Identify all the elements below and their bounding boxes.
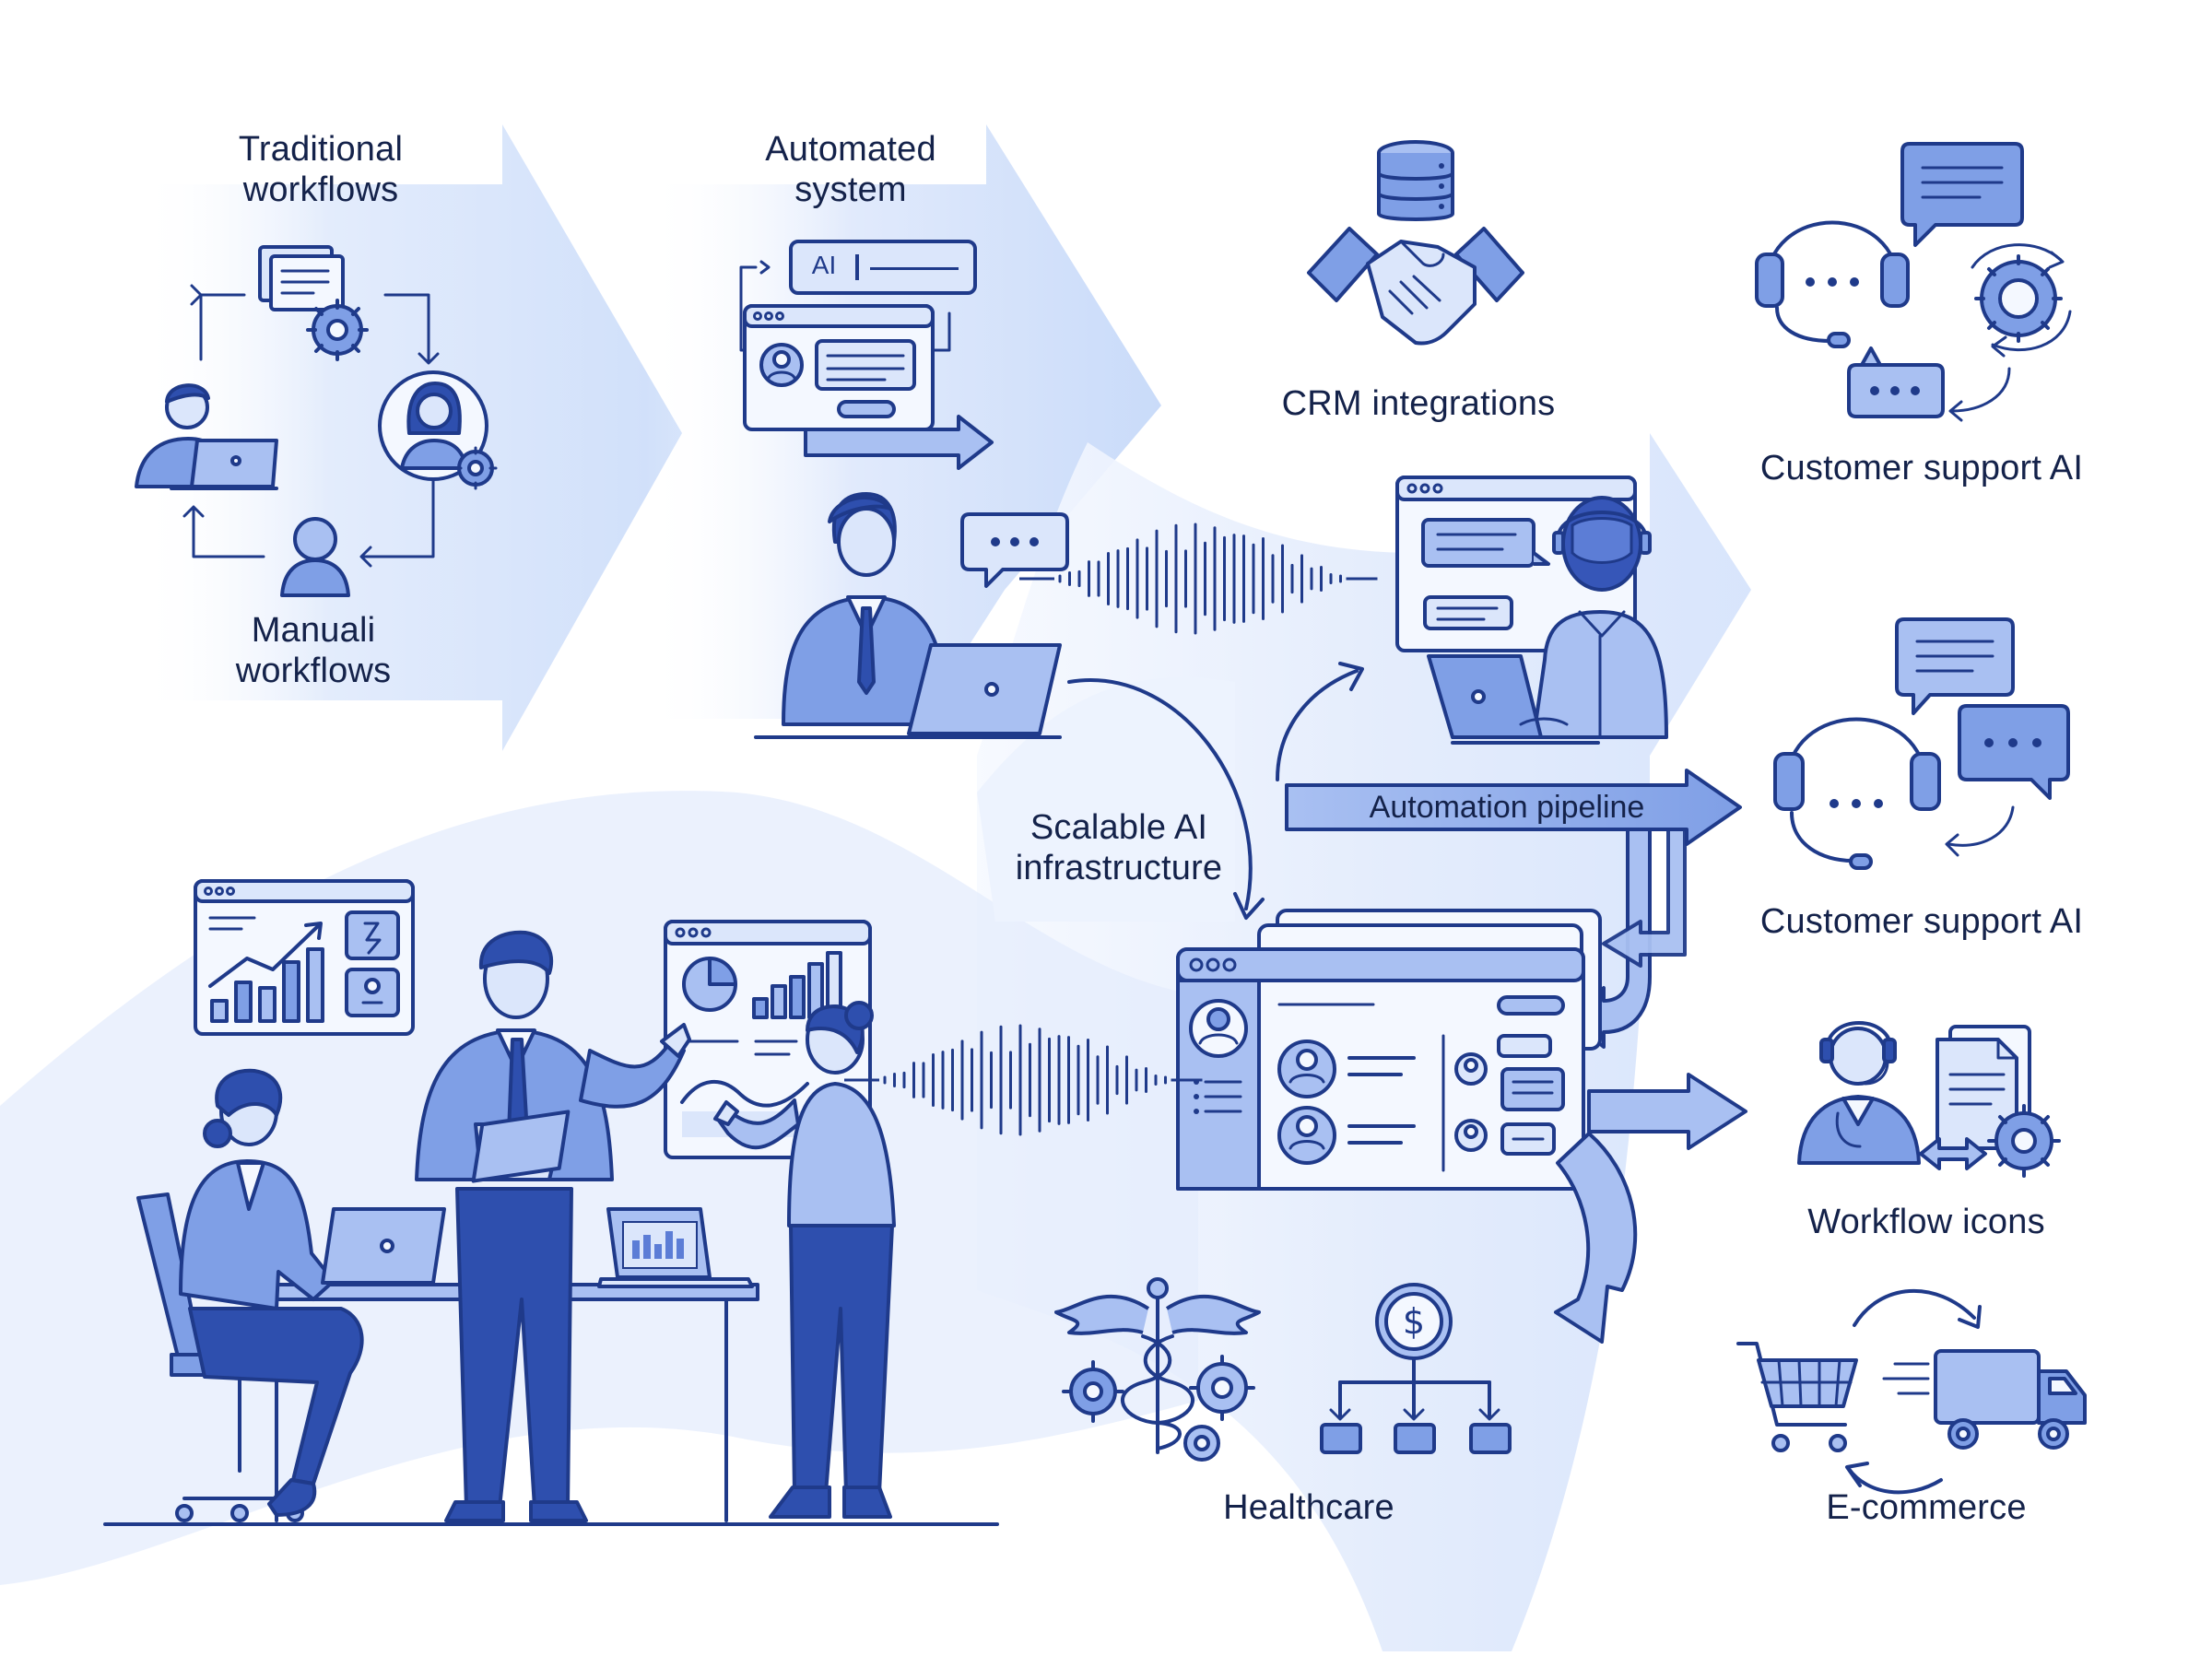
handshake-icon xyxy=(1307,227,1524,346)
chat-bubble-icon xyxy=(960,512,1069,588)
ecommerce-group xyxy=(1736,1289,2087,1495)
caduceus-icon xyxy=(1054,1277,1261,1454)
ai-box-text: AI xyxy=(811,251,837,279)
woman-circle-gear-icon xyxy=(378,370,498,490)
label-workflow-icons: Workflow icons xyxy=(1807,1203,2045,1241)
label-manual-workflows: Manuali workflows xyxy=(235,611,392,690)
shopping-cart-icon xyxy=(1736,1342,1858,1452)
label-scalable-ai-infrastructure: Scalable AI infrastructure xyxy=(1015,808,1223,887)
dollar-sign: $ xyxy=(1402,1301,1426,1342)
analytics-panel-left xyxy=(194,879,415,1036)
person-icon xyxy=(280,517,350,597)
gear-icon-healthcare-left xyxy=(1062,1360,1124,1423)
automation-pipeline-band xyxy=(1285,769,1742,1049)
delivery-truck-icon xyxy=(1882,1349,2087,1450)
central-dashboard-group xyxy=(1176,909,1602,1191)
audio-wave-upper xyxy=(1019,523,1378,635)
automated-output-arrow xyxy=(804,415,994,470)
gear-ai-icon xyxy=(1971,243,2072,358)
database-icon xyxy=(1377,140,1454,221)
ai-agent-group xyxy=(1395,476,1668,745)
customer-support-mid-group xyxy=(1773,617,2070,870)
doctor-icon xyxy=(1797,1021,1921,1165)
ai-box-rule xyxy=(870,267,959,270)
workflow-icons-group xyxy=(1797,1021,2061,1178)
office-scene-group xyxy=(103,920,999,1526)
chat-bubble-icon xyxy=(1847,346,1945,418)
customer-support-top-group xyxy=(1755,142,2072,422)
dollar-network-icon xyxy=(1320,1283,1512,1454)
crm-integrations-group xyxy=(1307,140,1524,346)
chat-bubble-icon xyxy=(1958,704,2070,800)
label-customer-support-ai-mid: Customer support AI xyxy=(1759,902,2084,941)
documents-icon xyxy=(1936,1025,2031,1150)
outgoing-arrows xyxy=(1554,1073,1747,1344)
ai-box-lines xyxy=(855,254,859,280)
gear-icon-healthcare-right xyxy=(1183,1355,1255,1462)
label-healthcare: Healthcare xyxy=(1223,1488,1394,1527)
healthcare-group xyxy=(1054,1277,1512,1462)
label-customer-support-ai-top: Customer support AI xyxy=(1759,449,2084,487)
cycle-arrows xyxy=(182,284,440,568)
manual-cycle-group xyxy=(135,245,498,597)
label-crm-integrations: CRM integrations xyxy=(1281,384,1556,423)
swap-arrows-icon xyxy=(1919,1137,1987,1170)
curved-arrows xyxy=(1067,662,1364,920)
chat-bubble-icon xyxy=(1900,142,2024,247)
label-automated-system: Automated system xyxy=(765,130,936,209)
label-traditional-workflows: Traditional workflows xyxy=(238,130,404,209)
document-gear-icon xyxy=(258,245,369,361)
label-ecommerce: E-commerce xyxy=(1826,1488,2027,1527)
man-laptop-icon xyxy=(135,383,278,490)
chat-bubble-icon xyxy=(1895,617,2015,715)
label-automation-pipeline: Automation pipeline xyxy=(1369,790,1645,825)
audio-wave-lower xyxy=(844,1024,1203,1136)
businessman-laptop-group xyxy=(754,492,1069,739)
gear-icon xyxy=(1987,1104,2061,1178)
